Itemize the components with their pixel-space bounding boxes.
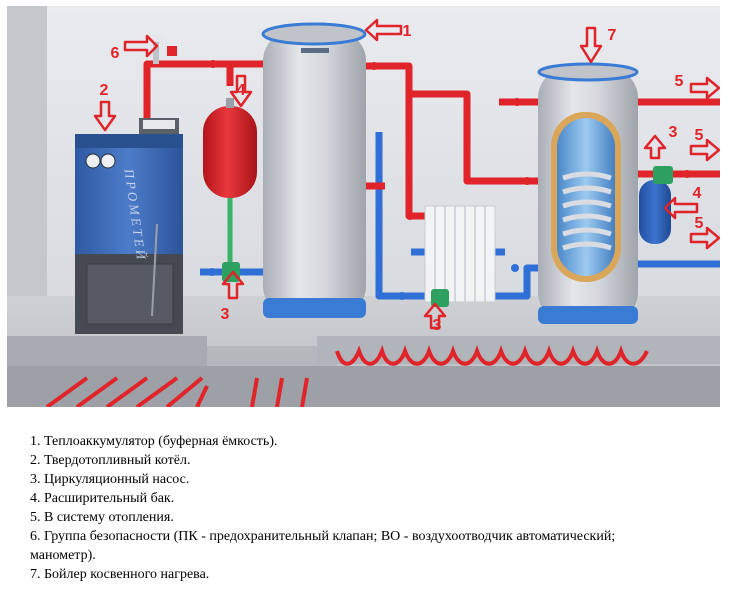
legend-item-3: 3. Циркуляционный насос. xyxy=(30,472,190,487)
callout-6: 6 xyxy=(111,45,120,62)
legend-list: 1. Теплоаккумулятор (буферная ёмкость). … xyxy=(30,432,720,584)
legend-item-5: 5. В систему отопления. xyxy=(30,510,174,525)
callout-3-pump-right: 3 xyxy=(669,124,678,141)
expansion-tank-red xyxy=(203,98,257,272)
callout-arrows xyxy=(93,18,720,330)
heating-system-illustration: ПРОМЕТЕЙ xyxy=(7,6,720,407)
callout-4-blue-tank: 4 xyxy=(693,185,702,202)
legend-item-7: 7. Бойлер косвенного нагрева. xyxy=(30,567,210,582)
expansion-tank-blue xyxy=(639,180,671,244)
callout-labels: 1 2 3 3 3 3 4 4 5 5 5 6 7 xyxy=(100,23,704,334)
pumps-and-valves xyxy=(149,34,691,307)
legend-item-2: 2. Твердотопливный котёл. xyxy=(30,453,191,468)
solid-fuel-boiler: ПРОМЕТЕЙ xyxy=(75,118,183,334)
callout-5-bottom: 5 xyxy=(695,215,704,232)
legend-item-6-continued: манометр). xyxy=(30,548,96,563)
underfloor-heating-loops xyxy=(45,344,649,407)
callout-5-top: 5 xyxy=(675,73,684,90)
callout-4-red-tank: 4 xyxy=(237,82,246,99)
callout-5-middle: 5 xyxy=(695,127,704,144)
legend-item-4: 4. Расширительный бак. xyxy=(30,491,175,506)
legend-item-6: 6. Группа безопасности (ПК - предохранит… xyxy=(30,529,616,544)
legend-item-1: 1. Теплоаккумулятор (буферная ёмкость). xyxy=(30,434,278,449)
callout-2: 2 xyxy=(100,82,109,99)
callout-3-pump-center: 3 xyxy=(433,317,442,334)
radiator xyxy=(424,205,496,303)
callout-1: 1 xyxy=(403,23,412,40)
callout-3-pump-left: 3 xyxy=(221,306,230,323)
buffer-tank xyxy=(261,22,367,318)
indirect-heating-boiler xyxy=(537,62,639,324)
callout-7: 7 xyxy=(608,27,617,44)
